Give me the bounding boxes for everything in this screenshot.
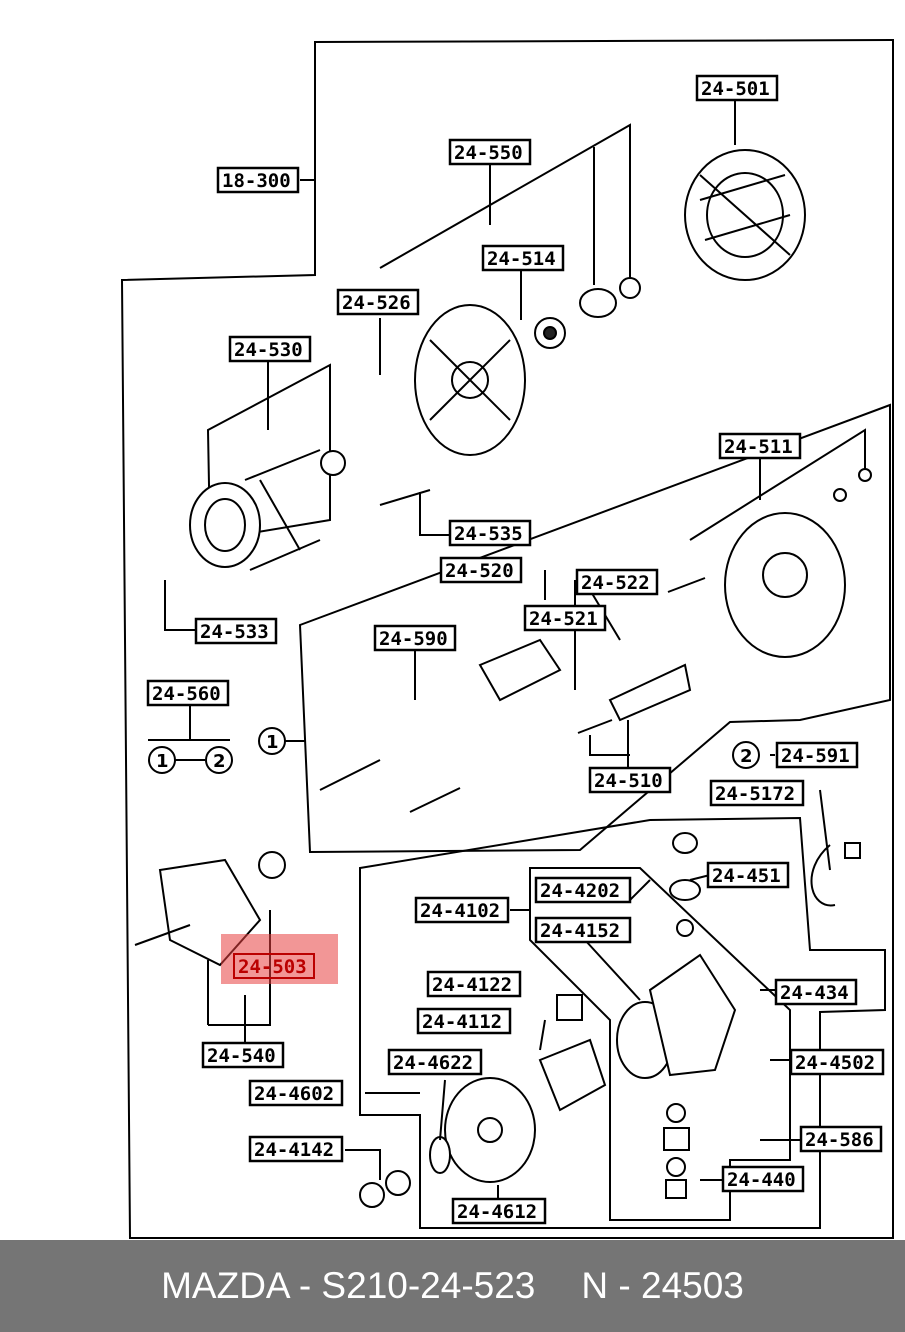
- callout-24-4122[interactable]: 24-4122: [426, 970, 522, 998]
- ref-circle-2: 2: [732, 741, 760, 769]
- callout-text: 24-560: [152, 683, 221, 705]
- callout-text: 24-526: [342, 292, 411, 314]
- callout-24-526[interactable]: 24-526: [336, 288, 420, 316]
- callout-text: 24-590: [379, 628, 448, 650]
- check-valve-icon: [669, 832, 701, 937]
- callout-text: 24-4112: [422, 1011, 502, 1033]
- callout-text: 24-5172: [715, 783, 795, 805]
- callout-24-4112[interactable]: 24-4112: [416, 1007, 512, 1035]
- bearing-retainer-icon: [579, 277, 641, 318]
- callout-text: 24-520: [445, 560, 514, 582]
- valve-stack-icon: [663, 1103, 690, 1199]
- reference-number: N - 24503: [581, 1265, 744, 1306]
- callout-text: 24-540: [207, 1045, 276, 1067]
- callout-24-501[interactable]: 24-501: [695, 74, 779, 102]
- callout-24-533[interactable]: 24-533: [194, 617, 278, 645]
- callout-text: 24-4502: [795, 1052, 875, 1074]
- callout-text: 18-300: [222, 170, 291, 192]
- vacuum-pump-housing-icon: [616, 953, 737, 1079]
- part-number: MAZDA - S210-24-523: [161, 1265, 536, 1306]
- callout-text: 24-4202: [540, 880, 620, 902]
- callout-text: 24-434: [780, 982, 849, 1004]
- callout-24-522[interactable]: 24-522: [575, 568, 659, 596]
- callout-24-560[interactable]: 24-560: [146, 679, 230, 707]
- part-number-footer: MAZDA - S210-24-523 N - 24503: [0, 1240, 905, 1332]
- vacuum-pump-cover-icon: [429, 1077, 536, 1183]
- bolt-set-icon: [319, 489, 706, 813]
- ref-circle-text: 1: [266, 732, 279, 753]
- callout-24-451[interactable]: 24-451: [706, 861, 790, 889]
- callout-24-590[interactable]: 24-590: [373, 624, 457, 652]
- callout-24-550[interactable]: 24-550: [448, 138, 532, 166]
- callout-text: 24-535: [454, 523, 523, 545]
- callout-text: 24-530: [234, 339, 303, 361]
- callout-24-520[interactable]: 24-520: [439, 556, 523, 584]
- callout-24-503-highlighted[interactable]: 24-503: [221, 934, 338, 984]
- ref-circle-text: 1: [156, 751, 169, 772]
- callout-text: 24-4602: [254, 1083, 334, 1105]
- callout-24-4612[interactable]: 24-4612: [451, 1197, 547, 1225]
- callout-text: 24-591: [781, 745, 850, 767]
- callout-text: 24-4612: [457, 1201, 537, 1223]
- callout-text: 24-511: [724, 436, 793, 458]
- front-housing-icon: [414, 304, 526, 456]
- callout-text: 24-451: [712, 865, 781, 887]
- callout-24-5172[interactable]: 24-5172: [709, 779, 805, 807]
- parts-diagram: 18-300 24-501 24-550 24-514 24-526 24-53…: [120, 38, 894, 1239]
- callout-24-4152[interactable]: 24-4152: [534, 916, 632, 944]
- callout-text: 24-4152: [540, 920, 620, 942]
- callout-24-4102[interactable]: 24-4102: [414, 896, 510, 924]
- ref-circle-2-small: 2: [175, 746, 233, 774]
- rectifier-icon: [478, 638, 692, 722]
- callout-24-540[interactable]: 24-540: [201, 1041, 285, 1069]
- callout-24-4622[interactable]: 24-4622: [387, 1048, 483, 1076]
- wiring-harness-icon: [810, 842, 861, 907]
- callout-24-4602[interactable]: 24-4602: [248, 1079, 344, 1107]
- callout-text: 24-586: [805, 1129, 874, 1151]
- oil-seals-icon: [359, 1170, 411, 1208]
- highlight-box: [221, 934, 338, 984]
- callout-24-530[interactable]: 24-530: [228, 335, 312, 363]
- callout-text: 24-510: [594, 770, 663, 792]
- callout-text: 24-4142: [254, 1139, 334, 1161]
- stator-icon: [684, 149, 806, 281]
- callout-text: 24-550: [454, 142, 523, 164]
- bearing-icon: [534, 317, 566, 349]
- vacuum-pump-rotor-icon: [538, 994, 607, 1112]
- callout-24-586[interactable]: 24-586: [799, 1125, 883, 1153]
- callout-24-4502[interactable]: 24-4502: [789, 1048, 885, 1076]
- callout-text: 24-4102: [420, 900, 500, 922]
- callout-24-535[interactable]: 24-535: [448, 519, 532, 547]
- callout-24-511[interactable]: 24-511: [718, 432, 802, 460]
- callout-24-440[interactable]: 24-440: [721, 1165, 805, 1193]
- callout-24-514[interactable]: 24-514: [481, 244, 565, 272]
- callout-24-4142[interactable]: 24-4142: [248, 1135, 344, 1163]
- callout-text: 24-503: [238, 956, 307, 978]
- callout-24-434[interactable]: 24-434: [774, 978, 858, 1006]
- callout-24-521[interactable]: 24-521: [523, 604, 607, 632]
- callout-text: 24-440: [727, 1169, 796, 1191]
- callout-24-591[interactable]: 24-591: [775, 741, 859, 769]
- callout-24-4202[interactable]: 24-4202: [534, 876, 632, 904]
- rear-housing-icon: [724, 468, 872, 658]
- callout-18-300[interactable]: 18-300: [216, 166, 300, 194]
- callout-text: 24-501: [701, 78, 770, 100]
- callout-text: 24-4622: [393, 1052, 473, 1074]
- callout-text: 24-533: [200, 621, 269, 643]
- ref-circle-1-small: 1: [148, 746, 176, 774]
- ref-circle-text: 2: [213, 751, 226, 772]
- pulley-fan-icon: [189, 449, 346, 571]
- ref-circle-1: 1: [258, 727, 305, 755]
- callout-text: 24-521: [529, 608, 598, 630]
- ref-circle-text: 2: [740, 746, 753, 767]
- callout-text: 24-4122: [432, 974, 512, 996]
- callout-text: 24-514: [487, 248, 556, 270]
- callout-24-510[interactable]: 24-510: [588, 766, 672, 794]
- callout-text: 24-522: [581, 572, 650, 594]
